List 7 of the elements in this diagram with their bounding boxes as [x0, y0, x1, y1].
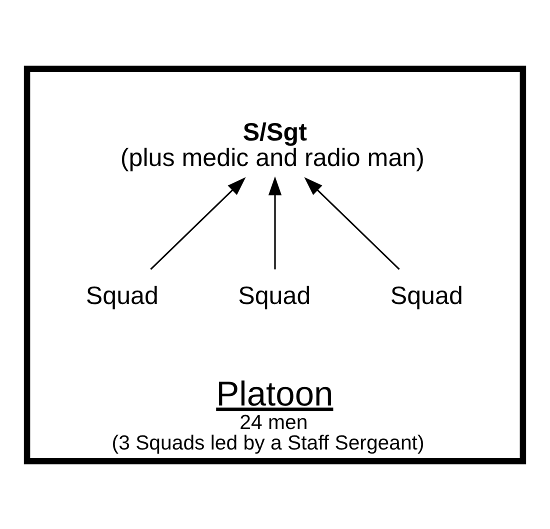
node-text: S/Sgt (plus medic and radio man)	[120, 118, 424, 172]
node-text: Squad	[238, 281, 311, 310]
node-text: Squad	[86, 281, 158, 310]
arrow	[150, 176, 246, 270]
node-text: Squad	[390, 281, 463, 310]
arrow	[304, 176, 400, 270]
arrow	[268, 176, 282, 269]
